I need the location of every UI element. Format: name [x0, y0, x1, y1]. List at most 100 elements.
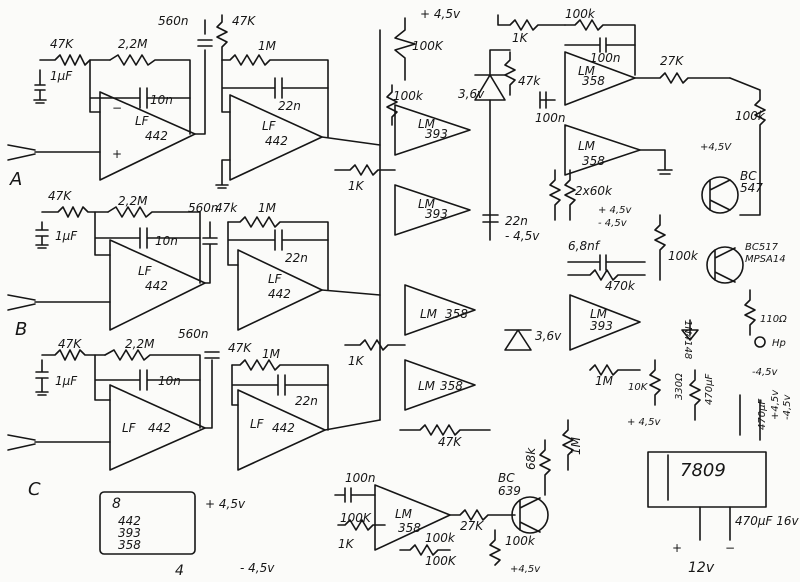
label-1m-fb: 1M [595, 374, 614, 388]
label-pin8: 8 [112, 496, 121, 512]
opamp-top-1-label-2: 358 [582, 74, 605, 88]
opamp-b2-label-1: LF [268, 272, 283, 286]
resistor-100k-bot2 [399, 544, 451, 556]
label-ic-442: 442 [118, 514, 141, 528]
label-470k: 470k [605, 279, 636, 293]
diode-1n4148 [681, 319, 699, 341]
cap-100n-bot [334, 487, 376, 503]
opamp-mid-1-label-2: 358 [445, 307, 468, 321]
resistor-2m2-a [109, 54, 191, 135]
comparator-1 [394, 104, 471, 156]
label-vplus-r: +4,5v [770, 389, 781, 420]
label-bc517: BC517 [745, 242, 779, 253]
cap-22n-b [227, 221, 329, 266]
input-c-arrow [7, 434, 111, 451]
label-vplus-low: + 4,5v [627, 417, 661, 428]
resistor-110 [744, 289, 756, 336]
resistor-68k [539, 439, 551, 496]
label-470uf: 470μF [704, 374, 715, 405]
label-470uf-2: 470μF [757, 399, 768, 430]
opamp-393-right-label-1: LM [590, 307, 608, 321]
comparator-1-label-1: LM [418, 117, 436, 131]
cap-6n8 [567, 254, 646, 271]
label-22n-b: 22n [285, 251, 308, 265]
label-100k-left: 100k [393, 89, 424, 103]
label-3v6-mid: 3,6v [535, 329, 562, 343]
opamp-top-2 [564, 124, 641, 176]
opamp-b1-label-1: LF [138, 264, 153, 278]
label-27k-bot: 27K [460, 519, 484, 533]
opamp-mid-2-label-2: 358 [440, 379, 463, 393]
label-560n-b: 560n [188, 201, 219, 215]
label-1m-b: 1M [258, 201, 277, 215]
input-a-label: A [9, 169, 22, 190]
label-vminus-r: -4,5v [782, 393, 793, 420]
label-vminus-hp: -4,5v [752, 367, 779, 378]
label-47k-b2: 47k [215, 201, 238, 215]
label-vplus-ic: + 4,5v [205, 497, 246, 511]
opamp-top-1-label-1: LM [578, 64, 596, 78]
resistor-100k-vert [654, 214, 666, 281]
resistor-100k-top [564, 19, 636, 76]
opamp-top-1 [564, 51, 636, 106]
opamp-a2-label-1: LF [262, 119, 277, 133]
label-100k-bot3: 100K [425, 554, 457, 568]
regulator-section: 7809 470μF 16v + − 12v [647, 451, 800, 576]
label-vplus-top: + 4,5v [420, 7, 461, 21]
cap-10n-a [89, 59, 191, 113]
top-right-amps: 1K 100k 100n LM 358 100n LM 358 27K 100k… [497, 7, 766, 229]
label-47k-fb: 47K [438, 435, 462, 449]
channel-c: C LF 442 47K 2,2M 1μF 10n 560n 47K LF 44… [7, 327, 381, 500]
label-47k-c2: 47K [228, 341, 252, 355]
svg-text:+: + [112, 147, 122, 161]
label-12v: 12v [688, 560, 715, 576]
opamp-mid-2 [404, 359, 476, 411]
resistor-100k-bc [489, 529, 501, 566]
ic-pinout-box [99, 491, 196, 555]
opamp-c2 [237, 389, 326, 471]
opamp-393-right [569, 294, 641, 351]
label-100k-bot2: 100k [425, 531, 456, 545]
opamp-a1-label-1: LF [135, 114, 150, 128]
resistor-10k [649, 359, 661, 406]
opamp-top-2-label-2: 358 [582, 154, 605, 168]
resistor-100k-right [729, 77, 766, 216]
label-330ohm: 330Ω [674, 373, 685, 400]
cap-1uf-c [35, 359, 49, 396]
label-47k-a2: 47K [232, 14, 256, 28]
resistor-2x60k [549, 169, 576, 221]
channel-a: A LF 442 − + 47K 2,2M 1μF 10n 560n 47K L… [7, 14, 381, 190]
opamp-393-right-label-2: 393 [590, 319, 613, 333]
svg-text:+: + [672, 541, 682, 555]
label-1uf-a: 1μF [50, 69, 73, 83]
cap-1uf-a [33, 69, 47, 104]
label-pin4: 4 [175, 563, 184, 579]
label-560n-a: 560n [158, 14, 189, 28]
cap-560n-c [204, 351, 220, 429]
opamp-c2-label-1: LF [250, 417, 265, 431]
label-vminus-mid: - 4,5v [598, 218, 628, 229]
opamp-a2-label-2: 442 [265, 134, 288, 148]
label-3v6-top: 3,6v [458, 87, 485, 101]
resistor-1m-fb [589, 364, 641, 376]
label-100k-right: 100k [735, 109, 766, 123]
svg-text:−: − [725, 541, 735, 555]
resistor-47k-a2 [216, 14, 228, 61]
label-47k-a: 47K [50, 37, 74, 51]
input-c-label: C [28, 479, 41, 500]
cap-1uf-b [35, 221, 49, 249]
label-bc639: BC [498, 471, 515, 485]
label-mpsa14: MPSA14 [745, 254, 786, 265]
label-vminus-cmp: - 4,5v [505, 229, 540, 243]
regulator-7809-box [647, 451, 767, 508]
resistor-47k-a [39, 54, 111, 66]
resistor-2m2-b [107, 206, 201, 284]
opamp-c1 [109, 384, 206, 471]
opamp-mid-1 [404, 284, 476, 336]
label-47k-top: 47k [518, 74, 541, 88]
channel-b: B LF 442 47K 2,2M 1μF 10n 560n 47k LF 44… [7, 189, 381, 340]
resistor-100k-left [386, 84, 398, 126]
cap-560n-a [194, 19, 213, 135]
label-bc639-num: 639 [498, 484, 521, 498]
